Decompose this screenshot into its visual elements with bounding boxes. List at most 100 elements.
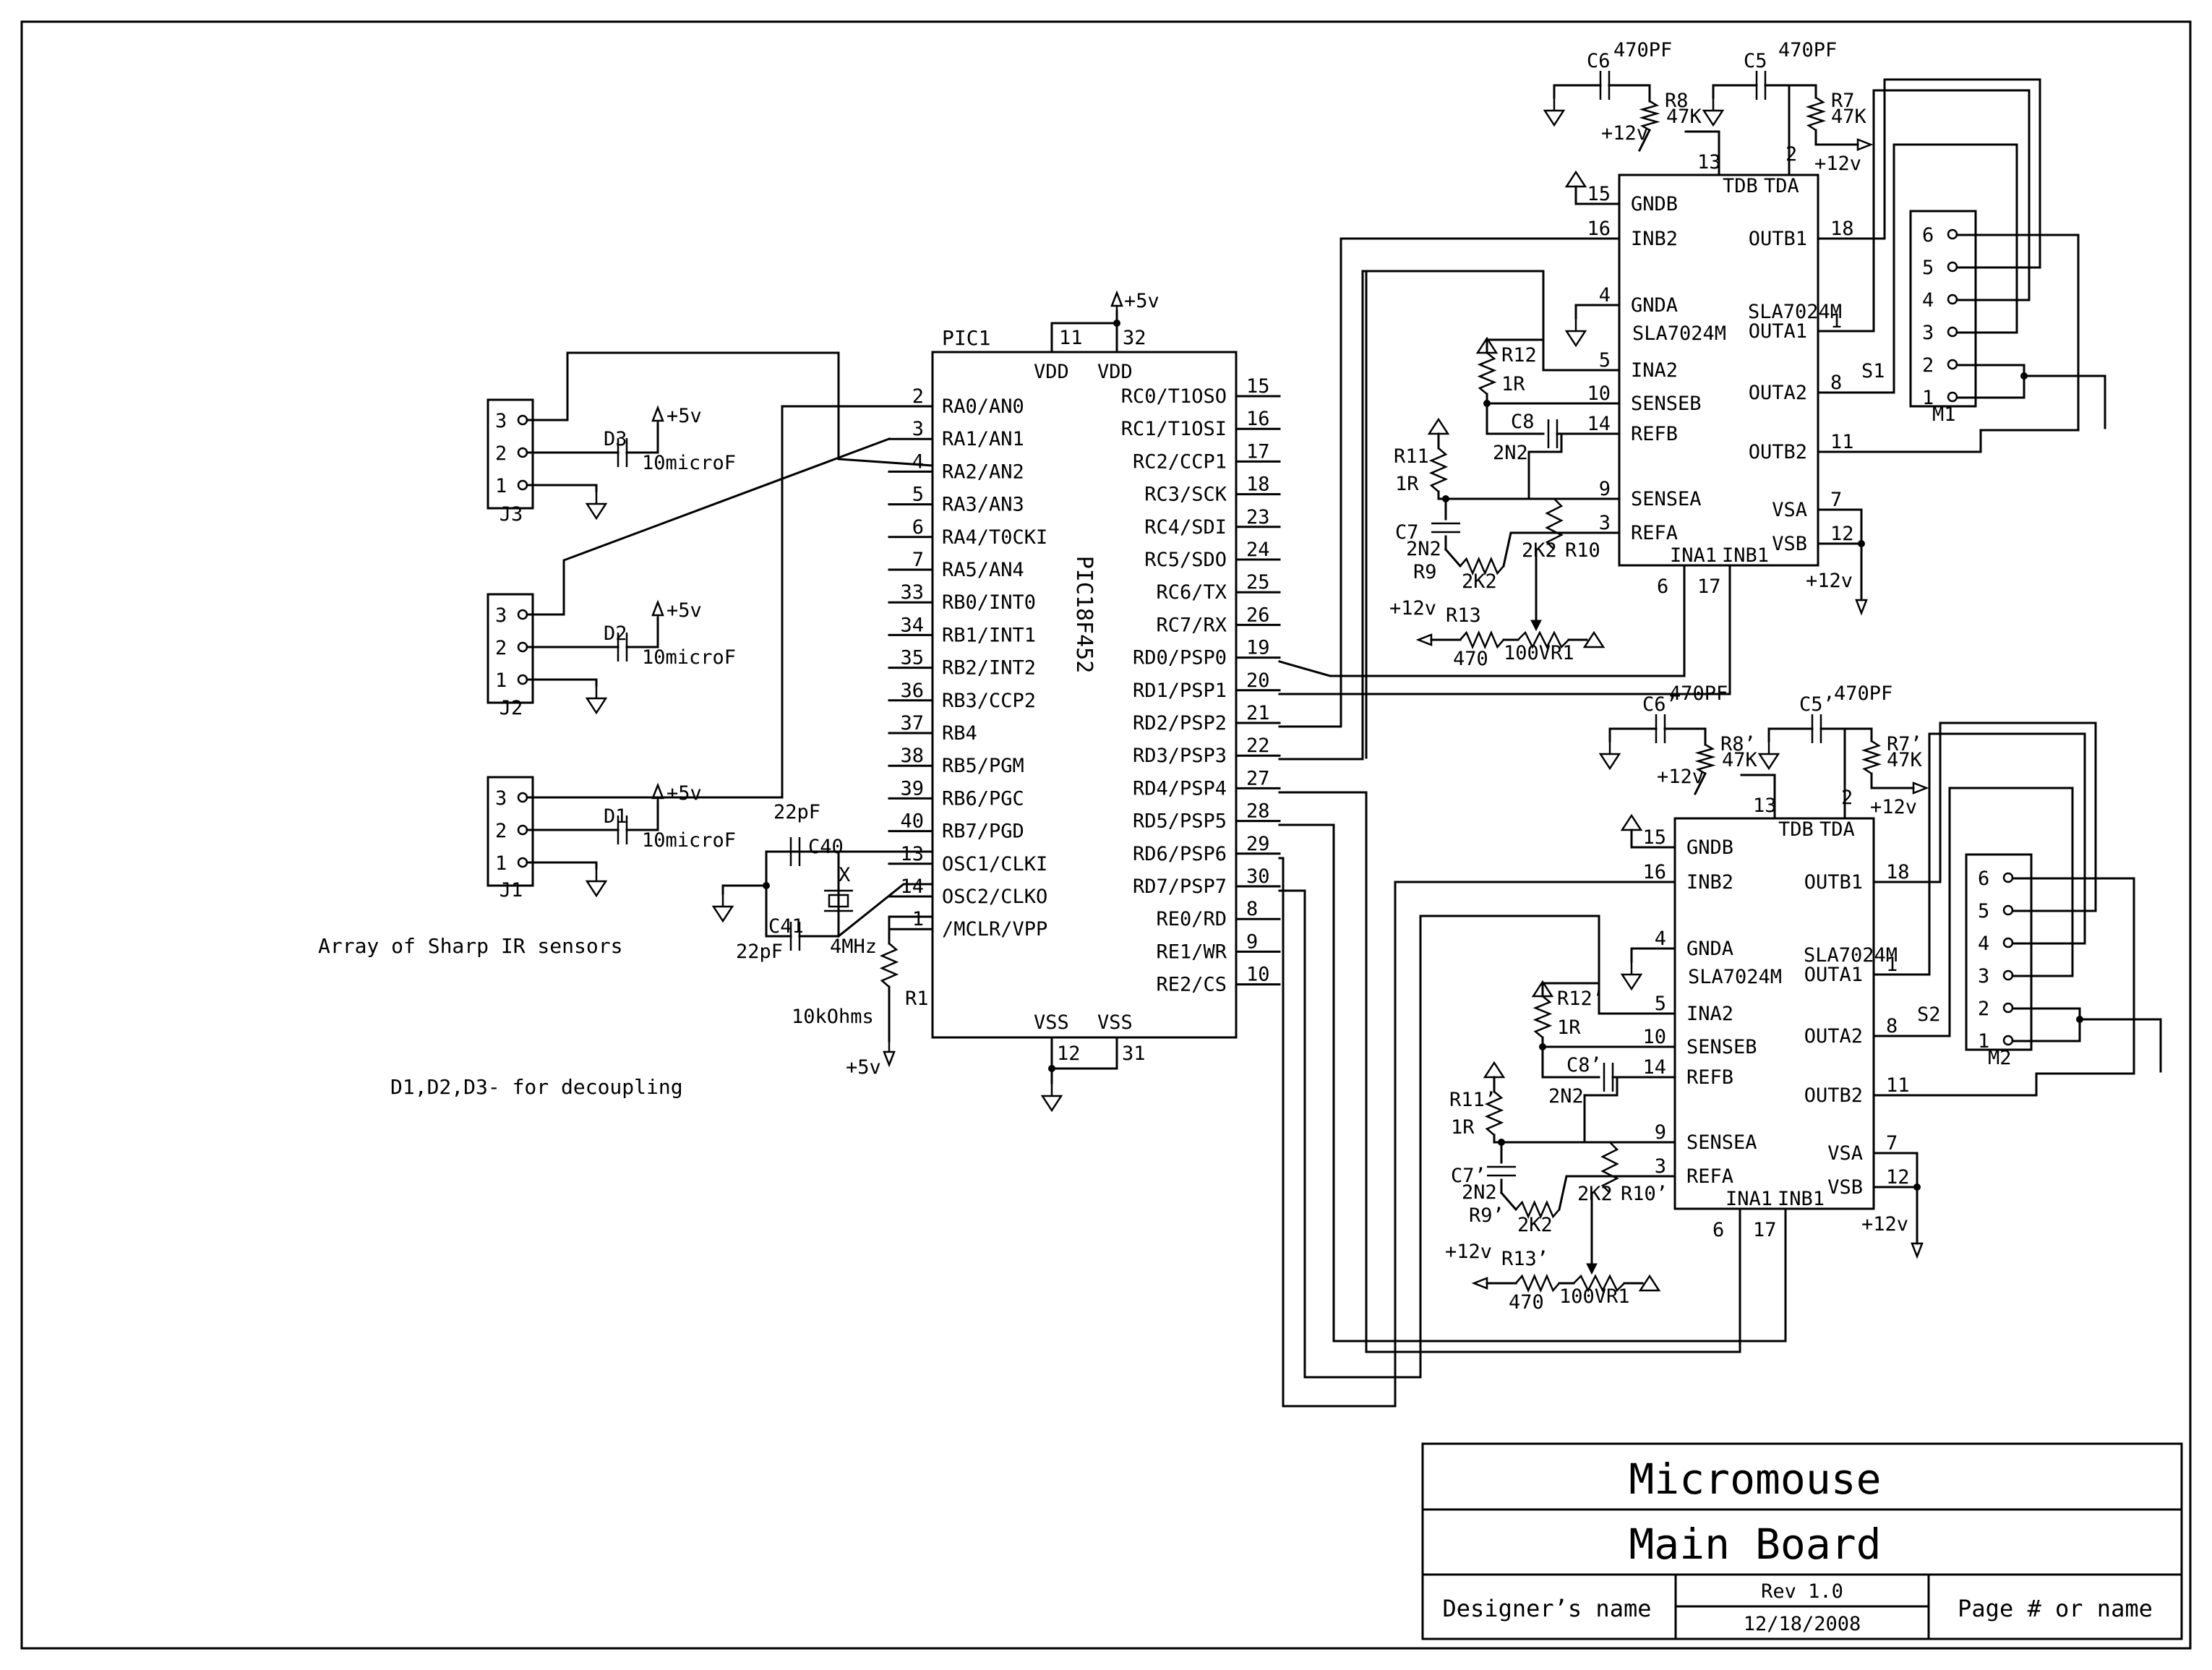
resistor-vr1 (1517, 630, 1569, 649)
motor-pin-num: 2 (1978, 998, 1989, 1020)
driver-pin-num-inb2: 16 (1642, 861, 1666, 883)
r11-value: 1R (1395, 473, 1419, 495)
motor-pin-connector (1947, 294, 1958, 305)
r13-power-arrow-icon (1415, 633, 1433, 646)
motor-pin-num: 4 (1922, 289, 1934, 312)
r10-value: 2K2 (1577, 1183, 1613, 1205)
driver-gnda-ground-icon (1564, 330, 1587, 348)
mcu-pin-num-left: 14 (900, 875, 924, 898)
resistor-r1 (879, 943, 899, 988)
r1-ref: R1 (905, 988, 929, 1010)
r12-ref: R12 (1501, 344, 1537, 367)
motor-ref: M2 (1988, 1047, 2012, 1069)
crystal-value: 4MHz (830, 935, 877, 958)
motor-common-wire-2 (2023, 374, 2106, 429)
vs-supply-label: +12v (1806, 570, 1853, 592)
mcu-pin-name-right: RC6/TX (1156, 581, 1227, 604)
r7-power-arrow-icon (1912, 782, 1929, 795)
r13-supply: +12v (1445, 1241, 1492, 1263)
driver-pin-name-outa2: OUTA2 (1804, 1025, 1863, 1048)
wire-rd5-inb1b (1278, 823, 1787, 1343)
crystal-icon (828, 894, 849, 908)
driver-pin-num-vsb: 12 (1830, 523, 1854, 545)
sensor-ground-icon (585, 697, 608, 715)
r12-bottom-wire (1486, 393, 1545, 435)
sensor-connector-body (486, 398, 534, 510)
sensor-pin-connector (517, 641, 528, 653)
driver-pin-num-vsa: 7 (1830, 489, 1842, 511)
r13-supply: +12v (1389, 597, 1436, 620)
vs-power-arrow-icon (1855, 599, 1868, 616)
c6-ref: C6 (1587, 50, 1611, 72)
refa-wire (1558, 1175, 1633, 1211)
r13-ref: R13 (1446, 604, 1481, 627)
c6-ground-icon (1543, 109, 1566, 127)
mcu-vss-label-1: VSS (1034, 1011, 1069, 1034)
r9-value: 2K2 (1462, 570, 1497, 593)
driver-pin-name-refb: REFB (1631, 423, 1678, 445)
mcu-vdd-label-2: VDD (1097, 361, 1133, 383)
driver-part: SLA7024M (1804, 944, 1898, 967)
vr1-ground-icon (1582, 630, 1606, 648)
mcu-pin-num-right: 22 (1246, 735, 1270, 757)
driver-pin-num-ina1: 6 (1712, 1219, 1724, 1241)
r11-ground-icon (1427, 417, 1450, 435)
crystal-wire (798, 850, 840, 938)
driver-gndb-ground-icon (1620, 813, 1643, 831)
r9-ref: R9 (1413, 561, 1437, 583)
resistor-r7 (1861, 740, 1882, 775)
sensor-pin-num: 3 (495, 410, 507, 432)
driver-part-2: SLA7024M (1632, 322, 1726, 345)
driver-pin-num-vsa: 7 (1886, 1132, 1898, 1155)
mcu-pin-num-right: 8 (1246, 898, 1258, 920)
driver-pin-num-tda: 2 (1841, 787, 1853, 809)
sensor-cap-ref: D3 (604, 428, 627, 450)
outb2-motor-wire (1916, 877, 2135, 1097)
mcu-ref: PIC1 (942, 326, 990, 350)
motor-ref: M1 (1932, 403, 1956, 426)
driver-body (1618, 174, 1819, 567)
mcu-vss-label-2: VSS (1097, 1011, 1133, 1034)
mcu-pin-name-left: RB4 (942, 722, 977, 745)
ina2-wire (1486, 338, 1577, 372)
mcu-pin-name-right: RC1/T1OSI (1121, 418, 1227, 440)
vs-supply-label: +12v (1861, 1213, 1908, 1236)
r13-value: 470 (1509, 1291, 1544, 1314)
resistor-r9 (1515, 1199, 1560, 1220)
r11-ref: R11’ (1449, 1089, 1496, 1111)
c8-value: 2N2 (1548, 1085, 1584, 1108)
driver-pin-name-outb1: OUTB1 (1804, 871, 1863, 894)
outb2-motor-wire (1860, 234, 2080, 453)
driver-pin-num-tda: 2 (1786, 143, 1797, 166)
wire-j2-to-ra1 (526, 437, 891, 616)
c40-value: 22pF (773, 801, 820, 823)
resistor-r11 (1484, 1091, 1504, 1136)
motor-connector-body (1965, 853, 2033, 1051)
sensor-pin-connector (517, 414, 528, 426)
title-board: Main Board (1629, 1520, 1881, 1569)
driver-pin-name-vsb: VSB (1827, 1176, 1863, 1199)
motor-pin-num: 1 (1978, 1030, 1989, 1053)
r8-value: 47K (1722, 749, 1758, 771)
mcu-pin-num-right: 18 (1246, 474, 1270, 496)
mcu-pin-num-right: 10 (1246, 964, 1270, 986)
c7-value: 2N2 (1462, 1181, 1497, 1204)
driver-pin-num-gndb: 15 (1587, 183, 1611, 205)
sensor-cap-ref: D2 (604, 622, 627, 645)
driver-pin-name-outb1: OUTB1 (1749, 228, 1807, 250)
driver-pin-name-tda: TDA (1764, 175, 1799, 197)
mcu-pin-name-right: RD3/PSP3 (1133, 745, 1227, 767)
mcu-pin-name-right: RC5/SDO (1144, 549, 1227, 571)
motor-pin-num: 3 (1922, 322, 1934, 344)
components (486, 71, 2083, 1293)
r8-arrow-wire (1637, 128, 1652, 153)
mcu-pin-name-right: RC7/RX (1156, 614, 1227, 636)
resistor-vr1 (1573, 1274, 1625, 1293)
mcu-pin-num-left: 33 (900, 581, 924, 604)
junction-dot (2076, 1016, 2083, 1023)
sensor-pin-connector (517, 447, 528, 458)
motor-pin-num: 2 (1922, 354, 1934, 377)
crystal-ref: X (839, 864, 850, 886)
mcu-pin-name-left: RA0/AN0 (942, 395, 1024, 418)
